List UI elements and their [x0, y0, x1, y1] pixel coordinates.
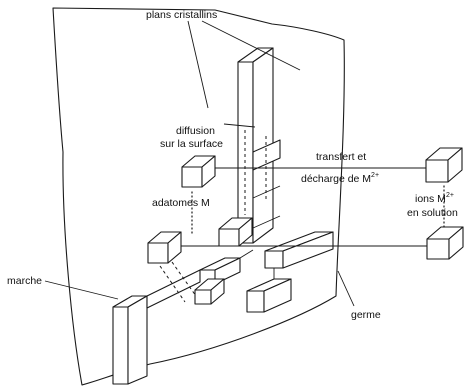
label-transfert-line1: transfert et	[316, 151, 366, 163]
label-plans-cristallins: plans cristallins	[146, 9, 217, 21]
label-ions-line2: en solution	[407, 207, 458, 219]
adatom-cube-upper	[182, 156, 215, 187]
adatom-cube-left	[148, 232, 181, 263]
label-diffusion-line2: sur la surface	[160, 138, 223, 150]
label-adatomes: adatomes M	[152, 197, 210, 209]
step-marche	[113, 296, 147, 384]
label-germe: germe	[351, 309, 381, 321]
label-diffusion-line1: diffusion	[176, 125, 215, 137]
label-transfert-line2: décharge de M2+	[301, 172, 379, 185]
ion-cube-upper	[426, 148, 462, 182]
ion-cube-lower	[427, 227, 463, 259]
label-marche: marche	[7, 275, 42, 287]
germe-nucleus	[247, 232, 333, 312]
label-ions-line1: ions M2+	[415, 192, 454, 205]
